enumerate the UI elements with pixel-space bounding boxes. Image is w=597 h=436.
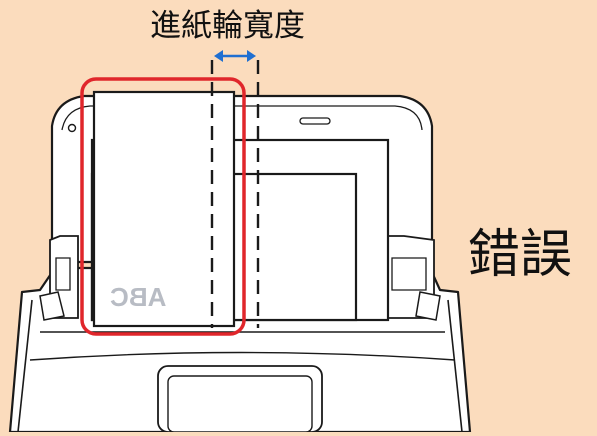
- roller-width-label: 進紙輪寬度: [150, 8, 305, 44]
- error-highlight: [80, 77, 246, 336]
- tab-left: [39, 291, 65, 321]
- side-guide-right-detail: [391, 257, 427, 291]
- document-front: [92, 90, 236, 328]
- double-arrow-icon: [214, 50, 256, 62]
- scanner-body-inner-line-right: [447, 299, 463, 433]
- paper-print: ABC: [110, 282, 167, 312]
- scanner-body-inner-line: [17, 299, 33, 433]
- chute-hole: [67, 123, 77, 133]
- error-status-label: 錯誤: [468, 225, 573, 285]
- side-guide-left-detail: [55, 257, 71, 291]
- scanner-front-curve: [29, 351, 456, 361]
- tab-right: [415, 291, 441, 321]
- control-panel-screen: [167, 375, 313, 433]
- chute-slot: [299, 117, 331, 125]
